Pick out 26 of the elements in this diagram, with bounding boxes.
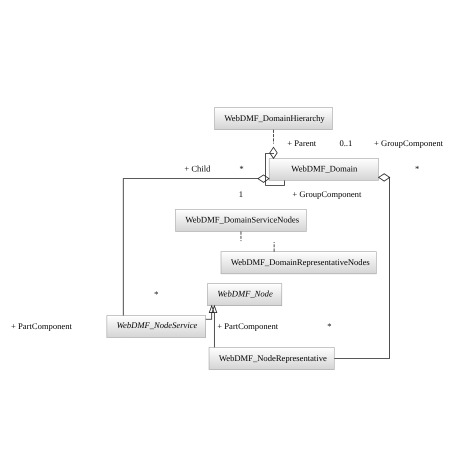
label: + PartComponent: [11, 320, 72, 330]
connector: [273, 128, 274, 144]
node-box: WebDMF_NodeService: [106, 314, 206, 338]
label: 0..1: [339, 138, 352, 148]
label: *: [327, 320, 332, 330]
connector: [265, 146, 285, 186]
connector: [240, 230, 242, 241]
label: + Child: [184, 163, 210, 174]
label: *: [414, 163, 420, 174]
connector: [334, 172, 390, 358]
label: *: [239, 163, 244, 174]
node-box: WebDMF_DomainHierarchy: [214, 106, 333, 130]
label: + Parent: [287, 138, 316, 148]
label: *: [154, 288, 158, 298]
node-box: WebDMF_DomainRepresentativeNodes: [220, 250, 377, 274]
connector: [122, 174, 270, 316]
label: + GroupComponent: [374, 138, 443, 148]
label: 1: [238, 188, 244, 199]
node-box: WebDMF_NodeRepresentative: [208, 346, 335, 370]
arrow: [211, 304, 218, 348]
arrow: [205, 304, 215, 320]
node-box: WebDMF_Node: [207, 282, 282, 306]
label: + PartComponent: [217, 320, 278, 330]
label: + GroupComponent: [292, 188, 362, 199]
node-box: WebDMF_DomainServiceNodes: [175, 208, 307, 232]
node-box: WebDMF_Domain: [268, 158, 379, 180]
